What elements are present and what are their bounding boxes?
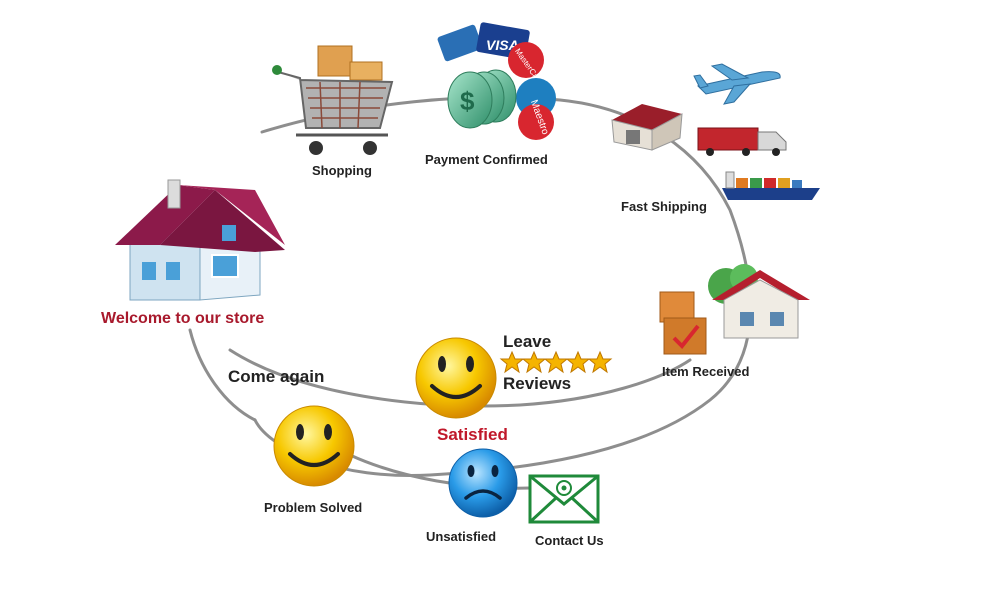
- payment-confirmed-label: Payment Confirmed: [425, 152, 548, 167]
- house-icon: [115, 179, 285, 301]
- ship-icon: [722, 171, 820, 200]
- come-again-label: Come again: [228, 367, 325, 386]
- item-received-label: Item Received: [662, 364, 750, 379]
- visa-card-label: VISA: [486, 37, 519, 53]
- svg-text:$: $: [460, 86, 475, 116]
- contact-us-label: Contact Us: [535, 533, 604, 548]
- problem-solved-smiley-icon: [273, 405, 355, 487]
- satisfied-label: Satisfied: [437, 425, 508, 444]
- inner-path: [228, 348, 692, 408]
- warehouse-icon: [611, 104, 683, 151]
- star-icon: [587, 350, 613, 374]
- truck-icon: [697, 127, 787, 156]
- star-icon: [521, 350, 547, 374]
- satisfied-smiley-icon: [415, 337, 497, 419]
- shopping-cart-icon: [272, 45, 394, 155]
- review-stars: [499, 350, 613, 374]
- problem-solved-label: Problem Solved: [264, 500, 363, 515]
- fast-shipping-label: Fast Shipping: [621, 199, 707, 214]
- payment-icon: VISA MasterCard Maestro $: [437, 22, 556, 140]
- envelope-icon: [528, 474, 600, 524]
- star-icon: [565, 350, 591, 374]
- welcome-label: Welcome to our store: [101, 310, 265, 327]
- airplane-icon: [693, 63, 781, 105]
- unsatisfied-label: Unsatisfied: [426, 529, 497, 544]
- reviews-label: Reviews: [503, 374, 572, 393]
- unsatisfied-sad-face-icon: [448, 448, 518, 518]
- star-icon: [499, 350, 525, 374]
- leave-label: Leave: [503, 332, 552, 351]
- left-path: [188, 328, 257, 422]
- star-icon: [543, 350, 569, 374]
- delivered-house-icon: [659, 264, 810, 355]
- shopping-label: Shopping: [312, 163, 372, 178]
